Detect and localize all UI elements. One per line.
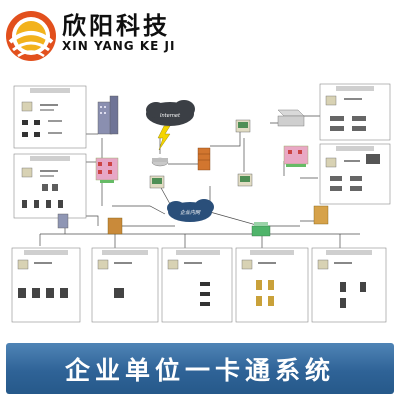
internet-label: Internet (160, 113, 181, 119)
access-control-panel (13, 85, 87, 149)
server-building-icon (95, 157, 119, 183)
brand-name-en: XIN YANG KE JI (62, 39, 176, 53)
bottom-panel-3 (161, 247, 233, 323)
tower-icon (57, 213, 123, 235)
network-diagram: Internet (11, 83, 391, 323)
sun-logo-icon (6, 11, 56, 61)
internet-cloud-icon: Internet (146, 100, 195, 126)
bottom-panel-4 (235, 247, 309, 323)
pos-panel (319, 143, 391, 205)
consumption-panel (13, 153, 87, 219)
banner-title: 企业单位一卡通系统 (64, 355, 335, 385)
connection-lines (39, 115, 360, 248)
brand-logo: 欣阳科技 XIN YANG KE JI (4, 2, 204, 72)
title-banner: 企业单位一卡通系统 (6, 343, 394, 394)
bottom-panel-1 (11, 247, 81, 323)
router-icon (151, 157, 169, 167)
bottom-panel-5 (311, 247, 387, 323)
workstation-icon (149, 119, 253, 189)
intranet-cloud-icon: 企业内网 (167, 199, 214, 222)
firewall-icon (197, 147, 211, 171)
brand-name-cn: 欣阳科技 (62, 11, 170, 40)
bottom-panel-2 (91, 247, 159, 323)
intranet-label: 企业内网 (180, 209, 201, 216)
attendance-panel (319, 83, 391, 141)
lightning-icon (157, 125, 171, 151)
branch-building-icon (313, 205, 329, 225)
office-building-icon (97, 95, 119, 135)
printer-icon (277, 109, 305, 127)
data-center-building-icon (283, 145, 309, 167)
gateway-icon (251, 222, 271, 237)
